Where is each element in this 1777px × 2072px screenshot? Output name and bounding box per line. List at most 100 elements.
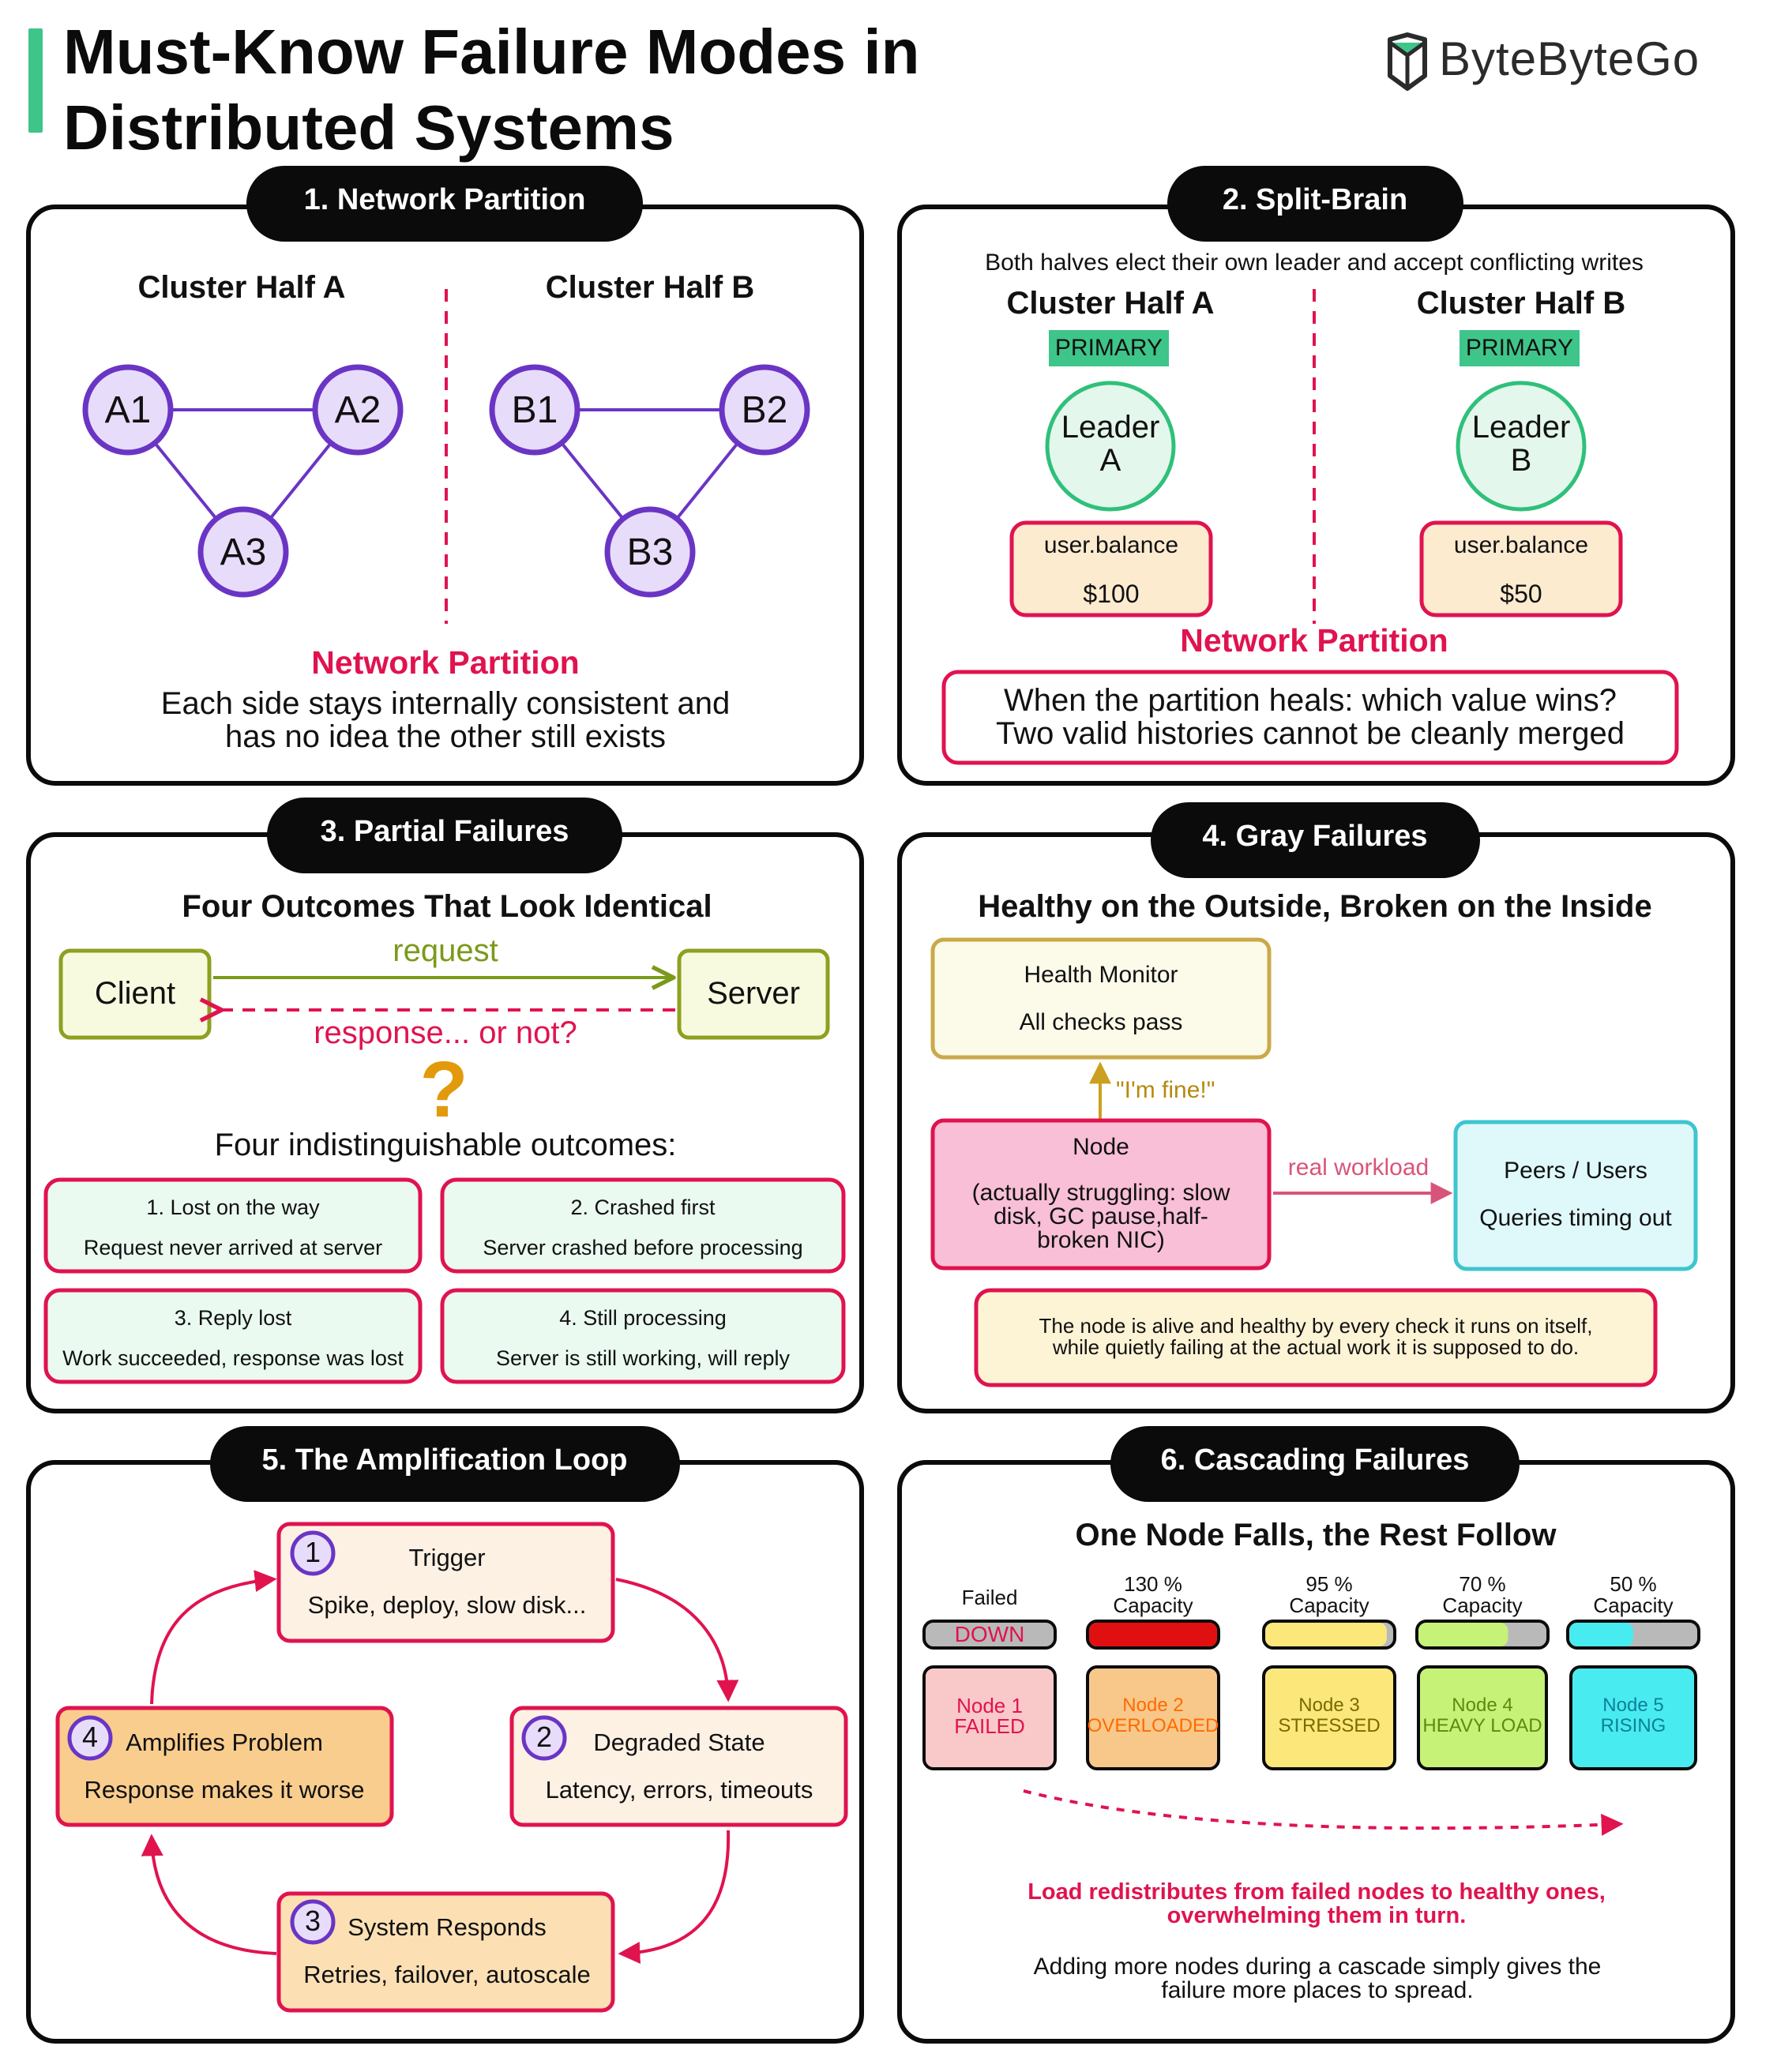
step-num-1: 1 [304,1536,321,1568]
capacity-label-5: 50 %Capacity [1593,1574,1673,1616]
step-1-title: Trigger [408,1544,486,1571]
capacity-bar-fill-4 [1418,1623,1508,1646]
step-num-4: 4 [81,1721,99,1753]
primary-badge-a-label: PRIMARY [1054,335,1163,361]
step-num-circle-2 [521,1715,567,1761]
im-fine-label: "I'm fine!" [1116,1077,1215,1103]
balance-field-b: user.balance [1453,532,1589,558]
cascade-node-box-4 [1417,1665,1548,1770]
node-a1-label: A1 [104,389,152,431]
capacity-percent-4: 70 % [1459,1572,1506,1596]
loop-arrow-2-3 [618,1830,731,1965]
pill-panel2 [1167,166,1463,242]
cascade-alert-line2: overwhelming them in turn. [1167,1903,1467,1928]
step-box-2 [509,1706,848,1827]
cascade-node-box-1 [922,1665,1057,1770]
outcome-1-desc: Request never arrived at server [83,1236,383,1259]
step-box-4 [55,1706,394,1827]
pill-panel4 [1151,802,1480,878]
balance-box-a [1009,520,1213,617]
node-b1-label: B1 [511,389,558,431]
gray-note-line1: The node is alive and healthy by every c… [1039,1314,1593,1338]
loop-arrow-4-1 [150,1570,277,1705]
question-mark-icon: ? [419,1045,468,1134]
outcome-3-title: 3. Reply lost [174,1306,292,1330]
cluster-half-a-label: Cluster Half A [137,270,346,305]
health-monitor-box [930,937,1272,1060]
health-monitor-title: Health Monitor [1024,962,1178,988]
leader-b [1456,381,1587,512]
cascade-node-name-5: Node 5 [1602,1695,1664,1716]
outcome-box-2 [440,1177,846,1274]
cascade-node-state-1: FAILED [954,1714,1025,1738]
cascade-node-name-2: Node 2 [1122,1695,1184,1716]
node-a2 [312,364,404,456]
capacity-bar-track-1 [922,1620,1057,1650]
step-num-circle-4 [67,1715,113,1761]
split-half-b-label: Cluster Half B [1416,286,1626,321]
step-box-1 [276,1522,615,1643]
capacity-bar-fill-5 [1569,1623,1633,1646]
node-a2-label: A2 [334,389,381,431]
cluster-half-b-label: Cluster Half B [545,270,755,305]
capacity-word-4: Capacity [1442,1593,1523,1617]
request-label: request [393,933,498,968]
cascade-node-state-5: RISING [1600,1715,1666,1736]
leader-a [1045,381,1176,512]
cascade-node-state-2: OVERLOADED [1087,1715,1219,1736]
node-a3 [197,506,289,598]
panel3-title: 3. Partial Failures [320,815,569,848]
peers-box [1453,1120,1698,1271]
primary-badge-a [1049,330,1169,366]
cascade-note: Adding more nodes during a cascade simpl… [1034,1955,1602,2003]
split-brain-subtitle: Both halves elect their own leader and a… [985,250,1644,276]
partition-label-2: Network Partition [1180,622,1448,659]
cascade-arrow [1023,1789,1624,1836]
cascade-node-state-4: HEAVY LOAD [1422,1715,1542,1736]
split-brain-question-line2: Two valid histories cannot be cleanly me… [996,716,1625,751]
cascade-group [922,1620,1700,1770]
partition-caption-line1: Each side stays internally consistent an… [160,686,731,721]
capacity-percent-2: 130 % [1124,1572,1182,1596]
node-b3-label: B3 [626,531,674,573]
partition-caption: Each side stays internally consistent an… [161,687,730,753]
split-brain-question: When the partition heals: which value wi… [996,684,1625,750]
pill-panel6 [1110,1426,1520,1502]
capacity-bar-fill-2 [1089,1623,1217,1646]
outcome-4-title: 4. Still processing [559,1306,727,1330]
server-box [677,948,830,1040]
leader-b-label: Leader B [1472,411,1571,477]
step-box-3 [276,1891,615,2013]
primary-badge-b-label: PRIMARY [1465,335,1574,361]
leader-a-label: Leader A [1061,411,1160,477]
step-num-3: 3 [304,1905,321,1937]
outcome-2-title: 2. Crashed first [570,1196,716,1219]
gray-node-title: Node [1073,1134,1129,1160]
outcome-4-desc: Server is still working, will reply [495,1346,791,1370]
cascade-node-box-3 [1262,1665,1396,1770]
capacity-bar-label-1: DOWN [954,1622,1025,1646]
balance-box-b [1419,520,1623,617]
step-3-title: System Responds [348,1913,547,1941]
gray-note: The node is alive and healthy by every c… [1039,1316,1593,1358]
health-monitor-desc: All checks pass [1019,1009,1183,1035]
partial-heading: Four Outcomes That Look Identical [182,889,712,924]
step-4-desc: Response makes it worse [84,1776,365,1804]
outcome-box-1 [43,1177,423,1274]
cascade-node-name-3: Node 3 [1298,1695,1360,1716]
page-title: Must-Know Failure Modes in Distributed S… [63,14,919,166]
leader-b-line2: B [1510,443,1532,478]
panel4-title: 4. Gray Failures [1202,820,1428,853]
brand-name: ByteByteGo [1439,32,1700,85]
cascade-alert-line1: Load redistributes from failed nodes to … [1028,1879,1606,1905]
step-num-circle-3 [290,1899,336,1945]
balance-value-b: $50 [1500,580,1542,608]
panel2-title: 2. Split-Brain [1222,183,1408,216]
leader-a-line2: A [1099,443,1121,478]
pill-panel5 [210,1426,680,1502]
cascade-node-name-1: Node 1 [956,1694,1023,1717]
capacity-word-3: Capacity [1289,1593,1369,1617]
leader-a-line1: Leader [1061,410,1160,445]
